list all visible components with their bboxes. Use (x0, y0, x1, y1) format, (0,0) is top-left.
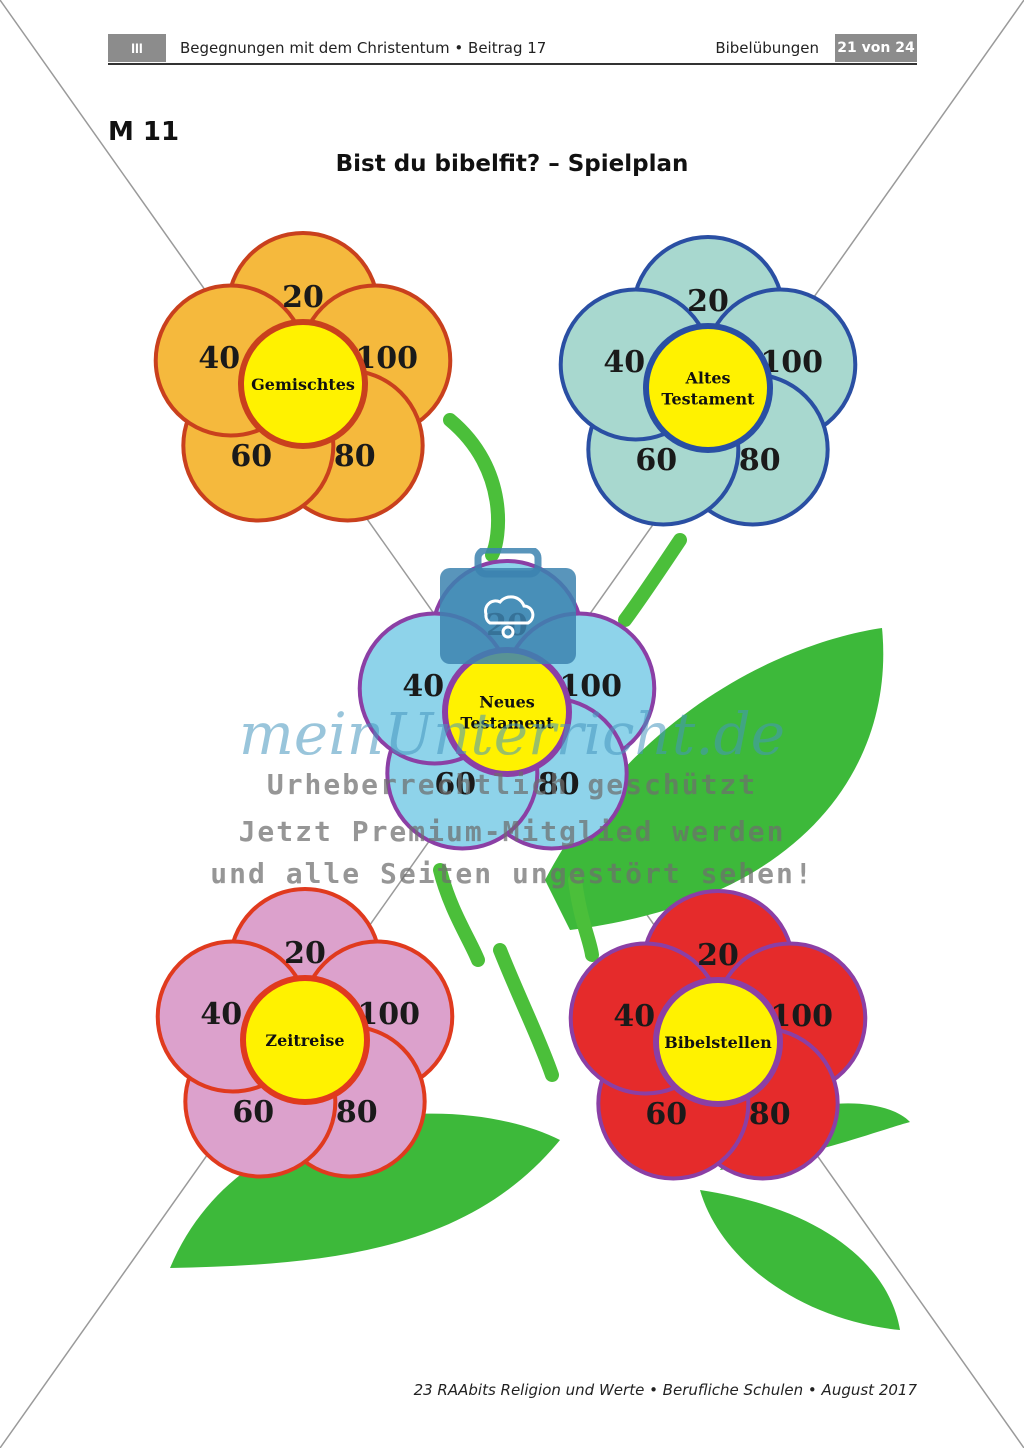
category-label: Neues (479, 693, 535, 712)
leaf (170, 1113, 560, 1268)
watermark-line-3: und alle Seiten ungestört sehen! (210, 857, 814, 890)
points-label: 40 (198, 341, 240, 376)
category-center[interactable] (238, 319, 368, 449)
section-title: Bibelübungen (715, 39, 819, 57)
points-label: 80 (749, 1097, 791, 1132)
category-center[interactable] (240, 975, 370, 1105)
points-label: 80 (334, 439, 376, 474)
points-label: 40 (200, 997, 242, 1032)
page-counter: 21 von 24 (835, 34, 917, 62)
points-label: 60 (635, 443, 677, 478)
volume-badge: III (108, 34, 166, 62)
points-label: 40 (603, 345, 645, 380)
material-label: M 11 (108, 117, 180, 147)
watermark-brand: meinUnterricht.de (238, 700, 786, 768)
category-label: Altes (684, 369, 730, 388)
leaf (545, 628, 884, 930)
points-label: 20 (282, 280, 324, 315)
points-label: 80 (739, 443, 781, 478)
briefcase-cloud-icon (440, 548, 576, 664)
header-rule (108, 63, 917, 65)
flower-3: 20100806040NeuesTestament (357, 559, 657, 851)
series-title: Begegnungen mit dem Christentum • Beitra… (180, 39, 547, 57)
points-label: 20 (697, 938, 739, 973)
category-center[interactable] (653, 977, 783, 1107)
category-label: Testament (460, 714, 554, 733)
points-label: 60 (230, 439, 272, 474)
points-label: 20 (687, 284, 729, 319)
category-label: Testament (661, 390, 755, 409)
footer-text: 23 RAAbits Religion und Werte • Beruflic… (413, 1381, 917, 1399)
points-label: 40 (613, 999, 655, 1034)
page-header: III Begegnungen mit dem Christentum • Be… (108, 34, 917, 65)
points-label: 60 (645, 1097, 687, 1132)
leaf (700, 1190, 900, 1330)
watermark-line-1: Urheberrechtlich geschützt (266, 768, 758, 801)
category-label: Zeitreise (265, 1031, 344, 1050)
points-label: 20 (284, 936, 326, 971)
category-label: Bibelstellen (664, 1033, 772, 1052)
points-label: 80 (538, 767, 580, 802)
page-title: Bist du bibelfit? – Spielplan (335, 151, 689, 177)
points-label: 80 (336, 1095, 378, 1130)
points-label: 60 (232, 1095, 274, 1130)
points-label: 60 (434, 767, 476, 802)
watermark-line-2: Jetzt Premium-Mitglied werden (238, 815, 786, 848)
category-center[interactable] (643, 323, 773, 453)
category-label: Gemischtes (251, 375, 355, 394)
points-label: 40 (402, 669, 444, 704)
